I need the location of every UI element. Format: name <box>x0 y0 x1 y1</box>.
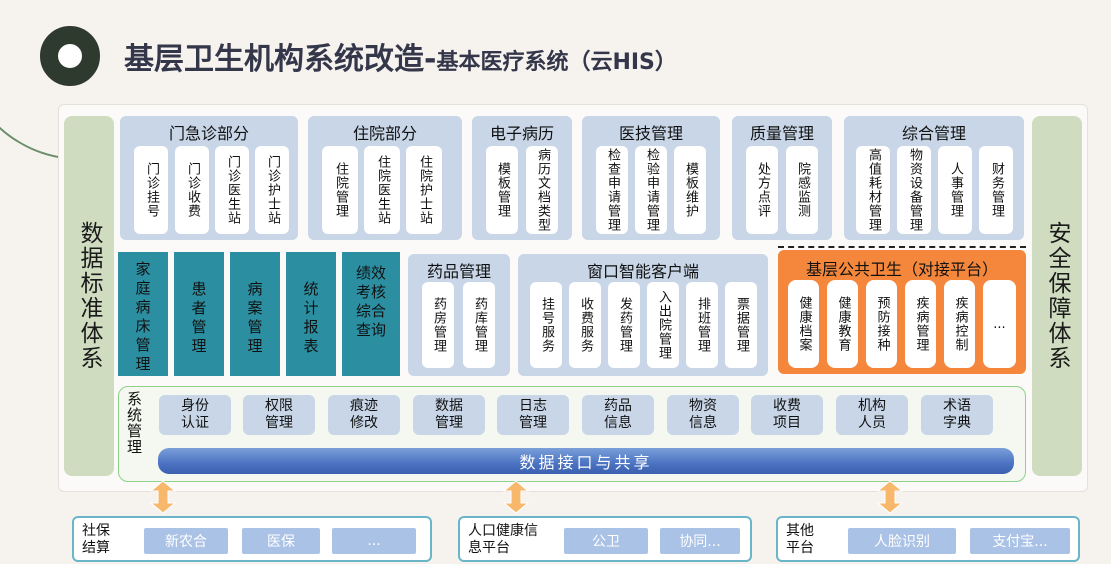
module-cell[interactable]: 发药管理 <box>608 282 640 368</box>
module-cell[interactable]: 病历文档类型 <box>526 146 558 234</box>
sys-item-button[interactable]: 收费项目 <box>751 395 823 435</box>
external-button[interactable]: 医保 <box>242 528 320 554</box>
module-cell[interactable]: 住院医生站 <box>364 146 400 234</box>
module-cell[interactable]: 检验申请管理 <box>635 146 667 234</box>
teal-module[interactable]: 统计报表 <box>286 252 336 376</box>
group-title: 基层公共卫生（对接平台） <box>805 260 998 279</box>
data-interface-bar: 数据接口与共享 <box>158 448 1014 474</box>
module-cell[interactable]: 物资设备管理 <box>897 146 931 234</box>
title-main: 基层卫生机构系统改造- <box>124 42 437 77</box>
module-cell[interactable]: 模板维护 <box>674 146 706 234</box>
external-button[interactable]: 人脸识别 <box>848 528 956 554</box>
group-title: 医技管理 <box>618 124 683 143</box>
group-outpatient: 门急诊部分 门诊挂号 门诊收费 门诊医生站 门诊护士站 <box>120 116 298 240</box>
double-arrow-icon <box>877 480 903 514</box>
group-drug: 药品管理 药房管理 药库管理 <box>408 254 510 376</box>
module-cell[interactable]: 住院管理 <box>322 146 358 234</box>
group-medtech: 医技管理 检查申请管理 检验申请管理 模板维护 <box>582 116 720 240</box>
module-cell[interactable]: 疾病管理 <box>905 280 936 368</box>
module-cell[interactable]: 预防接种 <box>866 280 897 368</box>
sys-item-button[interactable]: 药品信息 <box>582 395 654 435</box>
teal-module[interactable]: 绩效考核综合查询 <box>342 252 400 376</box>
external-population-health: 人口健康信息平台 公卫 协同... <box>458 516 752 562</box>
teal-module[interactable]: 家庭病床管理 <box>118 252 168 376</box>
module-cell[interactable]: 财务管理 <box>979 146 1013 234</box>
sys-item-button[interactable]: 术语字典 <box>921 395 993 435</box>
module-cell[interactable]: 健康教育 <box>827 280 858 368</box>
data-standard-label: 数据标准体系 <box>76 221 102 371</box>
double-arrow-icon <box>503 480 529 514</box>
sys-item-button[interactable]: 机构人员 <box>836 395 908 435</box>
group-title: 质量管理 <box>749 124 814 143</box>
external-button[interactable]: 公卫 <box>564 528 648 554</box>
module-cell[interactable]: 药房管理 <box>422 282 454 368</box>
module-cell[interactable]: 药库管理 <box>463 282 495 368</box>
group-title: 门急诊部分 <box>168 124 249 143</box>
group-window-client: 窗口智能客户端 挂号服务 收费服务 发药管理 入出院管理 排班管理 票据管理 <box>518 254 768 376</box>
external-label: 社保结算 <box>82 523 110 556</box>
external-button[interactable]: 新农合 <box>144 528 228 554</box>
module-cell[interactable]: 人事管理 <box>938 146 972 234</box>
module-cell[interactable]: 住院护士站 <box>406 146 442 234</box>
double-arrow-icon <box>150 480 176 514</box>
external-social-security: 社保结算 新农合 医保 ... <box>72 516 432 562</box>
security-label: 安全保障体系 <box>1044 221 1070 371</box>
sys-item-button[interactable]: 身份认证 <box>159 395 231 435</box>
security-sidebar: 安全保障体系 <box>1032 116 1082 476</box>
module-cell[interactable]: 健康档案 <box>788 280 819 368</box>
group-title: 综合管理 <box>901 124 966 143</box>
external-other-platforms: 其他平台 人脸识别 支付宝... <box>776 516 1080 562</box>
external-label: 人口健康信息平台 <box>468 523 538 556</box>
teal-module[interactable]: 患者管理 <box>174 252 224 376</box>
external-button[interactable]: 协同... <box>660 528 740 554</box>
module-cell[interactable]: 挂号服务 <box>530 282 562 368</box>
sys-item-button[interactable]: 痕迹修改 <box>328 395 400 435</box>
module-cell[interactable]: 高值耗材管理 <box>856 146 890 234</box>
module-cell[interactable]: 院感监测 <box>786 146 818 234</box>
page-title: 基层卫生机构系统改造-基本医疗系统（云HIS） <box>124 34 677 78</box>
teal-module[interactable]: 病案管理 <box>230 252 280 376</box>
external-button[interactable]: ... <box>332 528 416 554</box>
module-cell[interactable]: 模板管理 <box>486 146 518 234</box>
title-sub: 基本医疗系统（云HIS） <box>436 50 677 75</box>
sys-item-button[interactable]: 日志管理 <box>497 395 569 435</box>
module-cell[interactable]: 排班管理 <box>686 282 718 368</box>
module-cell[interactable]: 门诊挂号 <box>134 146 168 234</box>
data-standard-sidebar: 数据标准体系 <box>64 116 114 476</box>
system-management-title: 系统管理 <box>125 391 143 455</box>
module-cell[interactable]: 收费服务 <box>569 282 601 368</box>
sys-item-button[interactable]: 物资信息 <box>667 395 739 435</box>
module-cell[interactable]: ... <box>983 280 1016 368</box>
group-title: 窗口智能客户端 <box>586 262 699 281</box>
module-cell[interactable]: 门诊收费 <box>175 146 209 234</box>
module-cell[interactable]: 门诊护士站 <box>255 146 289 234</box>
group-general: 综合管理 高值耗材管理 物资设备管理 人事管理 财务管理 <box>844 116 1024 240</box>
group-inpatient: 住院部分 住院管理 住院医生站 住院护士站 <box>308 116 462 240</box>
group-title: 电子病历 <box>489 124 554 143</box>
sys-item-button[interactable]: 权限管理 <box>243 395 315 435</box>
group-quality: 质量管理 处方点评 院感监测 <box>732 116 832 240</box>
module-cell[interactable]: 票据管理 <box>725 282 757 368</box>
group-public-health: 基层公共卫生（对接平台） 健康档案 健康教育 预防接种 疾病管理 疾病控制 ..… <box>778 250 1026 374</box>
module-cell[interactable]: 处方点评 <box>746 146 778 234</box>
module-cell[interactable]: 门诊医生站 <box>215 146 249 234</box>
external-label: 其他平台 <box>786 523 814 556</box>
logo-icon <box>40 26 100 86</box>
module-cell[interactable]: 疾病控制 <box>944 280 975 368</box>
group-emr: 电子病历 模板管理 病历文档类型 <box>472 116 572 240</box>
module-cell[interactable]: 检查申请管理 <box>596 146 628 234</box>
group-title: 住院部分 <box>352 124 417 143</box>
module-cell[interactable]: 入出院管理 <box>647 282 679 368</box>
group-title: 药品管理 <box>426 262 491 281</box>
external-button[interactable]: 支付宝... <box>970 528 1070 554</box>
sys-item-button[interactable]: 数据管理 <box>413 395 485 435</box>
dashed-divider <box>778 246 1026 248</box>
